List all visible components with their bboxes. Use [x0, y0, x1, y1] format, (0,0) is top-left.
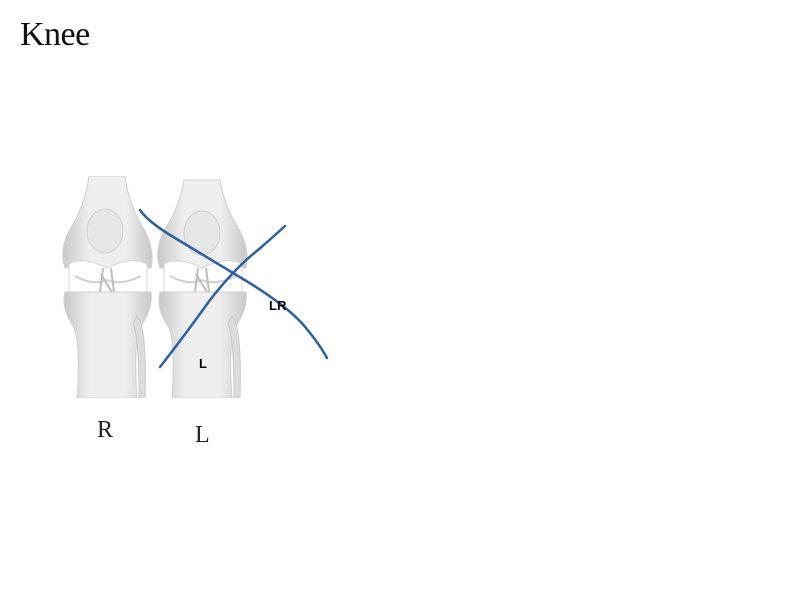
- right-knee-image: [53, 176, 161, 398]
- right-side-label: R: [97, 417, 114, 443]
- left-side-label: L: [195, 422, 210, 448]
- page-title: Knee: [20, 16, 90, 53]
- lr-annotation-text: LR: [269, 298, 287, 313]
- l-annotation-text: L: [199, 356, 207, 371]
